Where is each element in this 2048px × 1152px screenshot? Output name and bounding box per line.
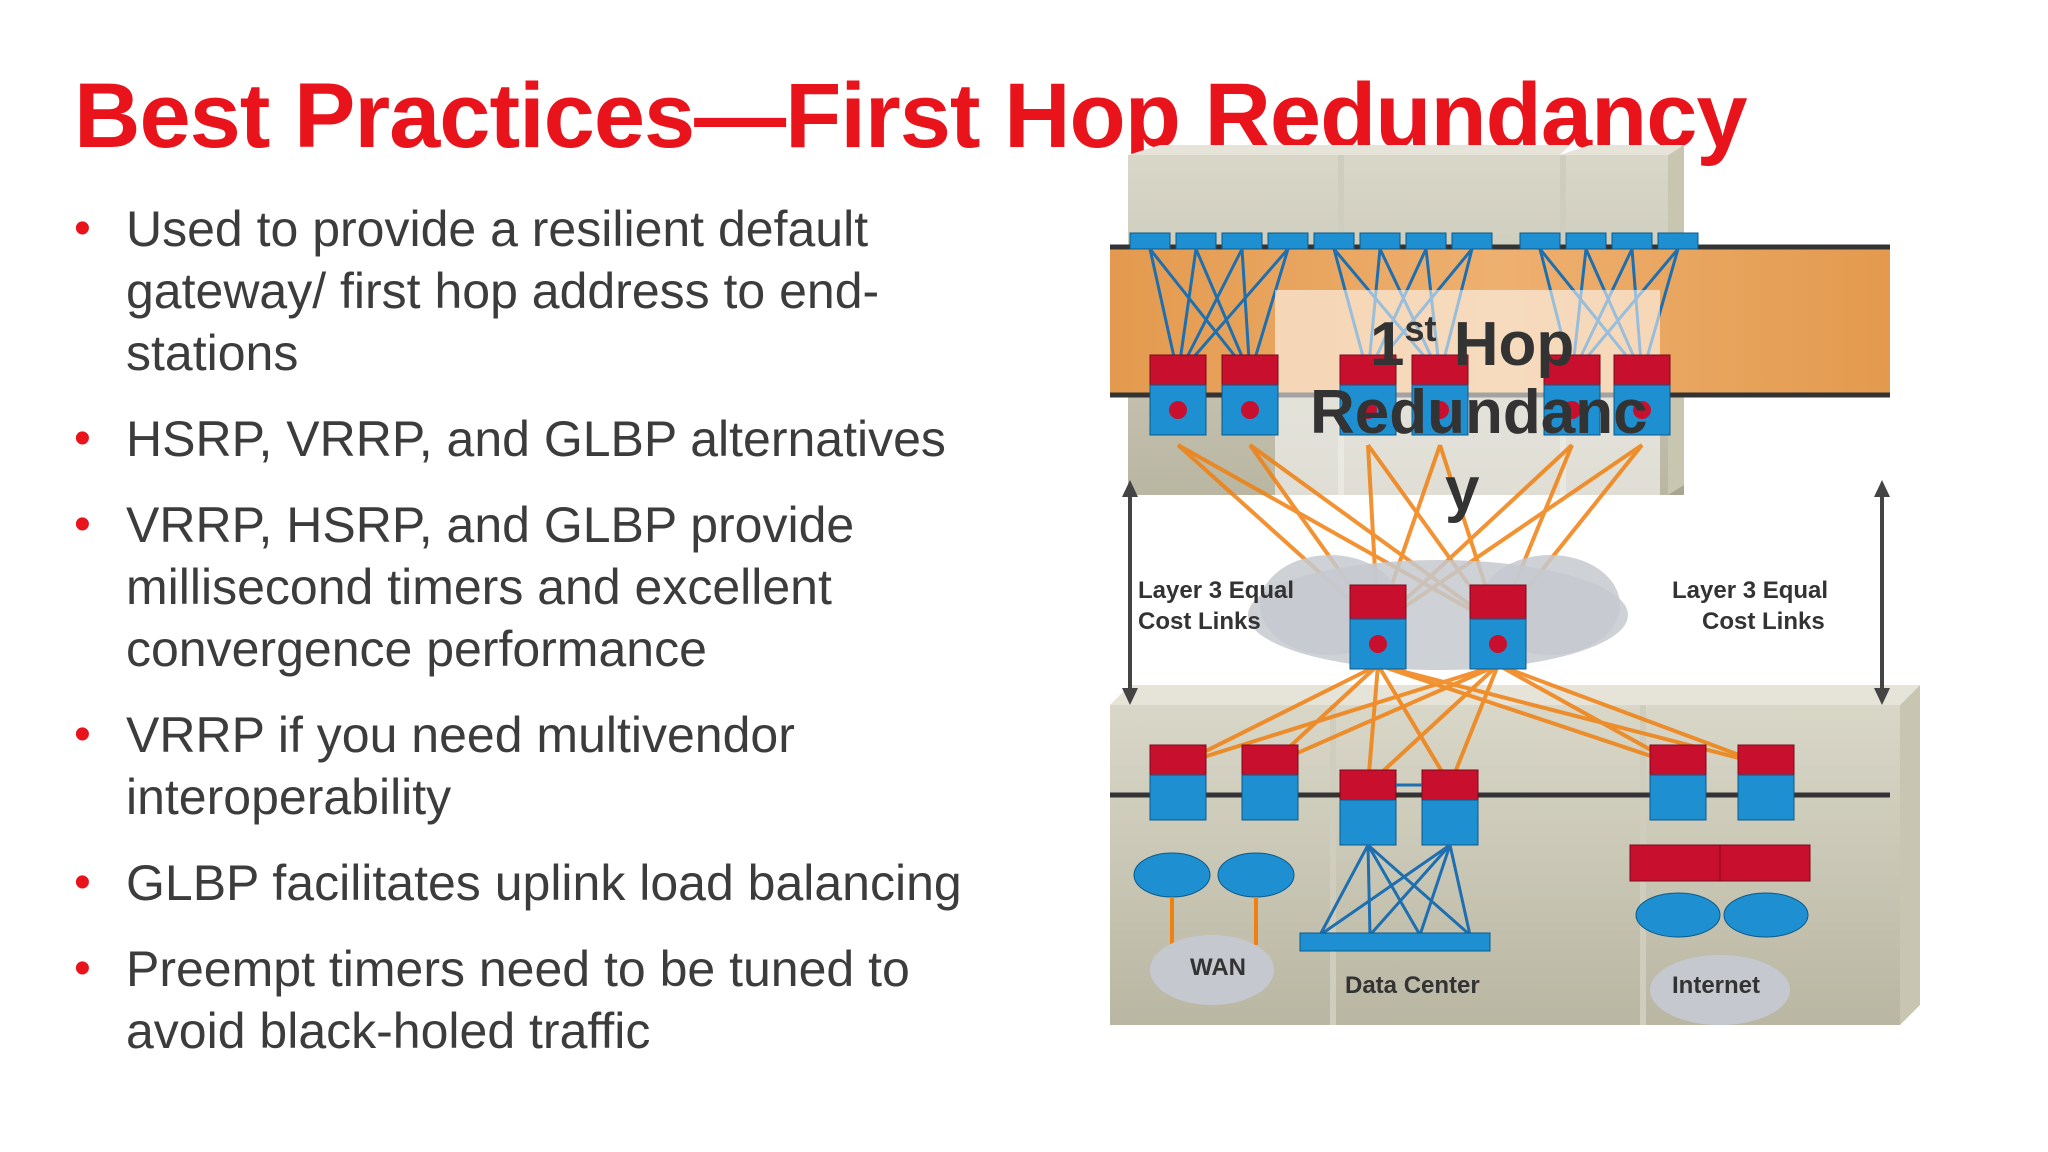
bullet-item: •GLBP facilitates uplink load balancing <box>74 852 1014 914</box>
bullet-dot-icon: • <box>74 498 91 551</box>
right-link-label-line2: Cost Links <box>1702 608 1825 635</box>
overlay-line3: y <box>1445 455 1480 524</box>
network-diagram: 1st Hop Redundanc y Layer 3 Equal Cost L… <box>1110 145 1920 1025</box>
overlay-line1: 1st Hop <box>1370 308 1574 379</box>
wan-label: WAN <box>1190 954 1246 981</box>
distribution-switches <box>1149 354 1671 436</box>
bullet-item: •Preempt timers need to be tuned to avoi… <box>74 938 1014 1062</box>
overlay-line2: Redundanc <box>1310 378 1648 447</box>
router-icon <box>1133 852 1211 898</box>
router-icon <box>1635 892 1721 938</box>
internet-block <box>1629 744 1811 1025</box>
bullet-item: •Used to provide a resilient default gat… <box>74 198 1014 384</box>
bullet-dot-icon: • <box>74 856 91 909</box>
bullet-item: •VRRP if you need multivendor interopera… <box>74 704 1014 828</box>
core-cloud <box>1248 555 1628 670</box>
bullet-dot-icon: • <box>74 412 91 465</box>
firewall-icon <box>1719 844 1811 882</box>
bullet-list: •Used to provide a resilient default gat… <box>74 198 1014 1086</box>
router-icon <box>1217 852 1295 898</box>
core-switches <box>1349 584 1527 670</box>
datacenter-block <box>1299 769 1491 952</box>
bullet-item: •VRRP, HSRP, and GLBP provide millisecon… <box>74 494 1014 680</box>
router-icon <box>1723 892 1809 938</box>
left-link-label-line2: Cost Links <box>1138 608 1261 635</box>
left-arrow <box>1122 480 1138 705</box>
internet-label: Internet <box>1672 972 1760 999</box>
left-link-label-line1: Layer 3 Equal <box>1138 577 1294 604</box>
core-links <box>1176 443 1767 787</box>
wan-block <box>1133 744 1299 1005</box>
access-switch-row <box>1129 232 1699 250</box>
bullet-dot-icon: • <box>74 708 91 761</box>
right-link-label-line1: Layer 3 Equal <box>1672 577 1828 604</box>
bullet-dot-icon: • <box>74 942 91 995</box>
right-arrow <box>1874 480 1890 705</box>
firewall-icon <box>1629 844 1721 882</box>
datacenter-label: Data Center <box>1345 972 1480 999</box>
bullet-dot-icon: • <box>74 202 91 255</box>
bullet-item: •HSRP, VRRP, and GLBP alternatives <box>74 408 1014 470</box>
